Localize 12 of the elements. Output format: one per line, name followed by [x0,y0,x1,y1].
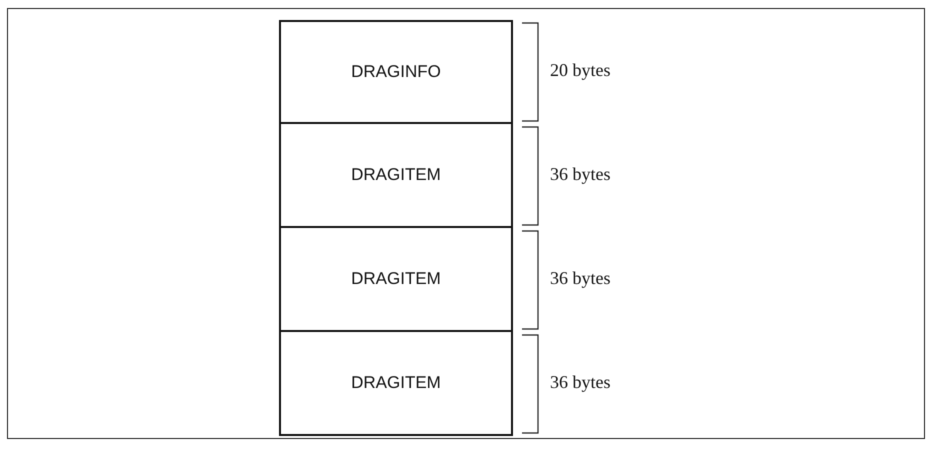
structure-block [279,226,513,332]
size-label: 36 bytes [550,268,610,289]
size-label: 36 bytes [550,164,610,185]
structure-block [279,20,513,124]
block-label: DRAGINFO [351,62,441,82]
structure-block [279,122,513,228]
structure-block [279,330,513,436]
block-label: DRAGITEM [351,373,441,393]
block-label: DRAGITEM [351,165,441,185]
block-label: DRAGITEM [351,269,441,289]
size-label: 36 bytes [550,372,610,393]
size-label: 20 bytes [550,60,610,81]
